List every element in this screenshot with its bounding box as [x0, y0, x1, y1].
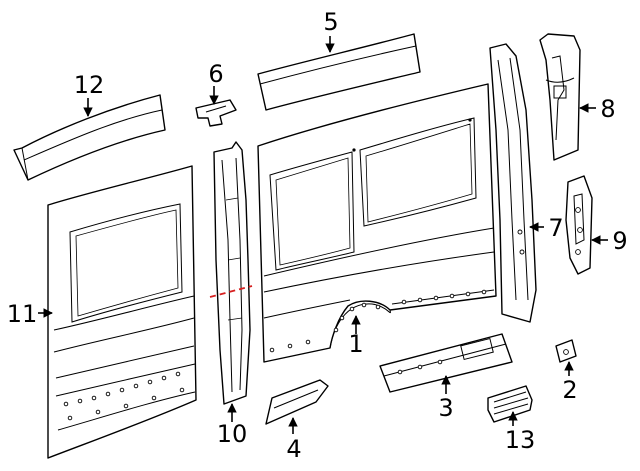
cut-line	[209, 285, 253, 298]
callout-11: 11	[7, 300, 38, 328]
part-13-vent-grille[interactable]	[487, 385, 533, 423]
part-6-bracket[interactable]	[195, 99, 237, 127]
panel-1-holes	[269, 118, 487, 353]
part-12-roof-rail[interactable]	[13, 94, 166, 181]
part-10-pillar[interactable]	[213, 141, 251, 405]
callout-1: 1	[348, 330, 363, 358]
callout-13: 13	[505, 426, 536, 454]
callout-5: 5	[323, 8, 338, 36]
part-4-lower-trim[interactable]	[265, 379, 329, 425]
part-5-upper-rail[interactable]	[257, 33, 421, 111]
panel-11-holes	[63, 371, 185, 421]
callout-4: 4	[286, 435, 301, 463]
part-9-pillar-bracket[interactable]	[565, 175, 593, 275]
callout-10: 10	[217, 420, 248, 448]
callout-8: 8	[600, 95, 615, 123]
callout-2: 2	[562, 376, 577, 404]
part-7-b-pillar[interactable]	[489, 43, 537, 323]
part-3-rocker-extension[interactable]	[379, 333, 513, 393]
callout-12: 12	[74, 71, 105, 99]
callout-6: 6	[208, 60, 223, 88]
part-1-main-side-panel[interactable]	[257, 83, 497, 363]
part-8-c-pillar-cover[interactable]	[539, 33, 581, 161]
callout-3: 3	[438, 394, 453, 422]
part-2-clip[interactable]	[555, 339, 577, 363]
callout-9: 9	[612, 227, 627, 255]
part-11-rear-side-panel[interactable]	[47, 165, 197, 459]
callout-7: 7	[548, 214, 563, 242]
leader-lines	[38, 36, 608, 434]
callout-labels: 1 2 3 4 5 6 7 8 9 10 11 12 13	[7, 8, 628, 463]
